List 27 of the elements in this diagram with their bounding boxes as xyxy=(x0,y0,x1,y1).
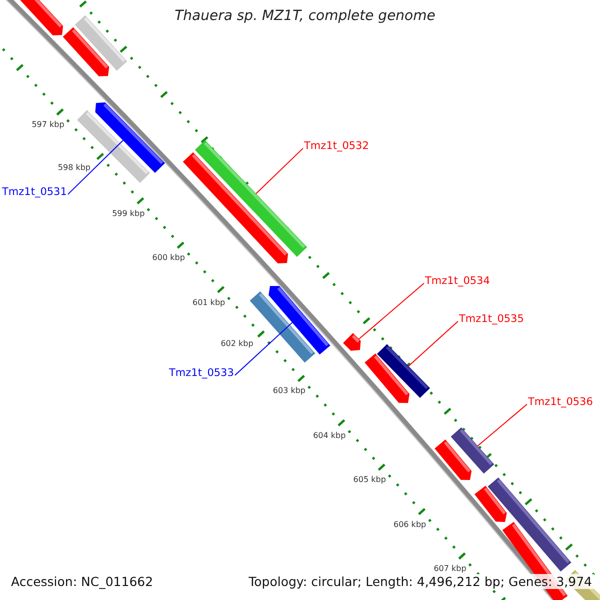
scale-label: 598 kbp xyxy=(58,164,90,174)
gene-feature xyxy=(343,333,361,351)
map-title: Thauera sp. MZ1T, complete genome xyxy=(174,8,436,25)
gene-label: Tmz1t_0534 xyxy=(425,275,490,288)
scale-label: 603 kbp xyxy=(272,386,306,396)
scale-label: 599 kbp xyxy=(112,209,145,219)
leader-line xyxy=(477,404,528,446)
gene-label: Tmz1t_0532 xyxy=(304,140,369,153)
leader-line xyxy=(358,282,424,340)
leader-line xyxy=(408,320,458,367)
gene-label: Tmz1t_0533 xyxy=(169,367,234,380)
gene-label: Tmz1t_0531 xyxy=(2,186,67,199)
leader-line xyxy=(234,322,293,376)
scale-label: 601 kbp xyxy=(192,298,226,308)
leader-line xyxy=(67,140,124,195)
scale-label: 604 kbp xyxy=(313,431,346,441)
genome-info: Topology: circular; Length: 4,496,212 bp; Genes: 3,974 xyxy=(246,574,594,589)
gene-feature xyxy=(450,427,494,474)
gene-feature xyxy=(268,286,330,355)
scale-label: 606 kbp xyxy=(394,520,426,530)
gene-label: Tmz1t_0535 xyxy=(459,313,524,326)
gene-label: Tmz1t_0536 xyxy=(528,396,593,409)
gene-feature xyxy=(377,344,430,398)
gene-feature xyxy=(95,102,165,173)
scale-label: 605 kbp xyxy=(353,475,386,485)
leader-line xyxy=(256,148,304,194)
scale-label: 607 kbp xyxy=(434,564,466,574)
